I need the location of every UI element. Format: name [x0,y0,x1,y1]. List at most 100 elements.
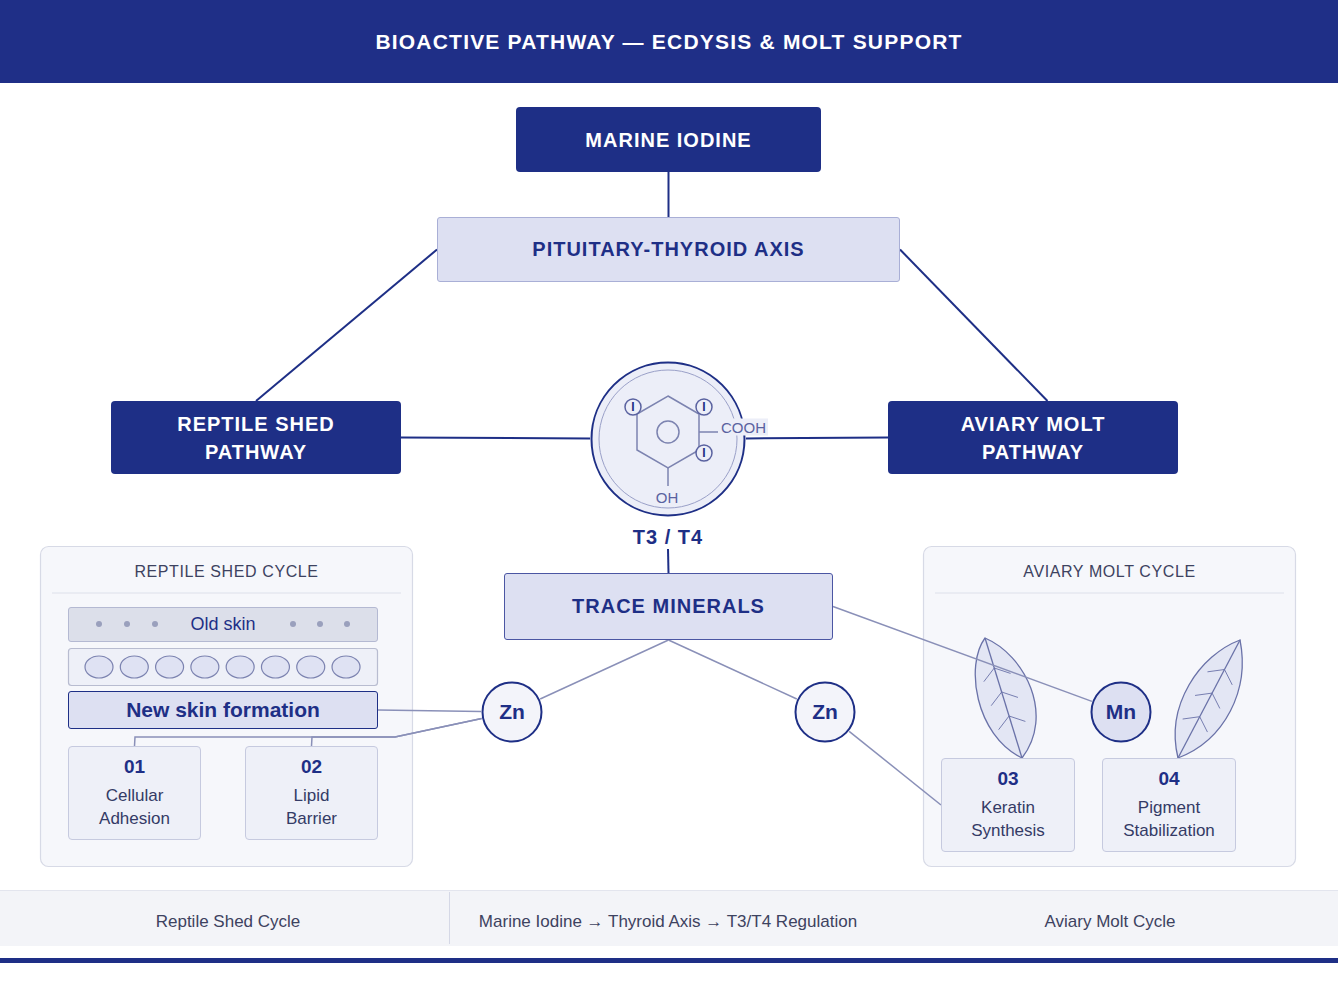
pathway-box: AVIARY MOLT PATHWAY [888,401,1178,474]
node-label: Old skin [190,614,255,635]
mineral-circle: Zn [794,681,856,743]
feather-shaft [1178,640,1240,758]
footer-label: Aviary Molt Cycle [1045,912,1176,932]
dot [124,621,130,627]
panel-rule [52,593,401,594]
title-text: BIOACTIVE PATHWAY — ECDYSIS & MOLT SUPPO… [375,30,962,54]
cell [226,656,254,678]
cell [191,656,219,678]
feather-vein [991,692,1001,706]
connector [667,549,670,573]
panel-grounds [41,547,1296,867]
title-bar: BIOACTIVE PATHWAY — ECDYSIS & MOLT SUPPO… [0,0,1338,83]
skin-layer-band: New skin formation [68,691,378,729]
atom-circle [696,399,712,415]
callout-number: 01 [124,756,145,778]
cell [85,656,113,678]
feather [1175,640,1242,758]
group-label: OH [654,489,681,506]
mineral-circle: Mn [1090,681,1152,743]
node-label: AVIARY MOLT PATHWAY [933,410,1133,466]
footer-bar [0,958,1338,963]
connector [746,437,888,440]
node-label: REPTILE SHED PATHWAY [156,410,356,466]
circle-ring [483,683,542,742]
feather-vein [999,716,1009,730]
skin-layer-band: Old skin [68,607,378,642]
atom-label: I [702,400,705,414]
cycle-panel: REPTILE SHED CYCLE Old skinNew skin forma… [40,546,413,867]
callout-number: 03 [997,768,1018,790]
outer-ring [592,363,745,516]
leader-line [849,731,941,805]
node-label: REPTILE SHED CYCLE [134,563,318,581]
step-box: 04Pigment Stabilization [1102,758,1236,852]
benzene-ring [637,396,699,468]
skin-dots [96,621,350,627]
node-label: MARINE IODINE [585,126,751,154]
cell-band [69,649,378,686]
panel-ground [41,547,413,867]
dot [317,621,323,627]
footer-band [0,890,1338,946]
cell [261,656,289,678]
cell [297,656,325,678]
feather-vein [1009,716,1025,721]
connector [900,250,1048,402]
circle-ring [796,683,855,742]
callout-number: 02 [301,756,322,778]
footer-rule [0,890,1338,891]
circle-ring [1092,683,1151,742]
step-box: 02Lipid Barrier [245,746,378,840]
cell [156,656,184,678]
cell-layer [69,649,378,686]
step-box: 01Cellular Adhesion [68,746,201,840]
atom-label: I [631,400,634,414]
cell [120,656,148,678]
feather [975,638,1036,758]
feather-vein [1183,717,1200,719]
atom-circle [625,399,641,415]
feather-vein [1002,692,1018,697]
feather-vein [1195,693,1212,695]
cell [332,656,360,678]
step-text: Keratin Synthesis [958,796,1058,842]
footer-divider [449,892,450,944]
atom-circle [696,445,712,461]
dot [344,621,350,627]
node-label: TRACE MINERALS [572,595,765,618]
feather-vein [1207,670,1224,672]
node-label: Zn [812,700,838,724]
step-text: Lipid Barrier [277,784,347,830]
hormone-circle: T3 / T4 [590,361,746,549]
group-label: COOH [719,419,768,436]
leader-line [378,710,481,712]
bond [699,431,718,433]
connector [668,172,670,217]
source-box: MARINE IODINE [516,107,821,172]
feather-shaft [985,638,1022,758]
panel-rule [935,593,1284,594]
leader-line [540,640,668,699]
leader-line [833,607,1092,702]
aromatic-ring [657,421,679,443]
bond [667,468,669,486]
node-label: PITUITARY-THYROID AXIS [532,238,804,261]
node-label: Zn [499,700,525,724]
node-label: Mn [1106,700,1136,724]
atom-label: I [702,446,705,460]
cycle-panel: AVIARY MOLT CYCLEMn03Keratin Synthesis04… [923,546,1296,867]
connector [401,438,590,439]
dot [290,621,296,627]
callout-number: 04 [1158,768,1179,790]
dot [152,621,158,627]
node-label: T3 / T4 [633,526,703,549]
inner-ring [599,370,737,508]
footer-label: Marine Iodine → Thyroid Axis → T3/T4 Reg… [479,912,857,932]
mineral-box: TRACE MINERALS [504,573,833,640]
panel-ground [924,547,1296,867]
feather-vein [1212,693,1220,708]
leader-line [669,640,797,699]
step-text: Cellular Adhesion [85,784,185,830]
